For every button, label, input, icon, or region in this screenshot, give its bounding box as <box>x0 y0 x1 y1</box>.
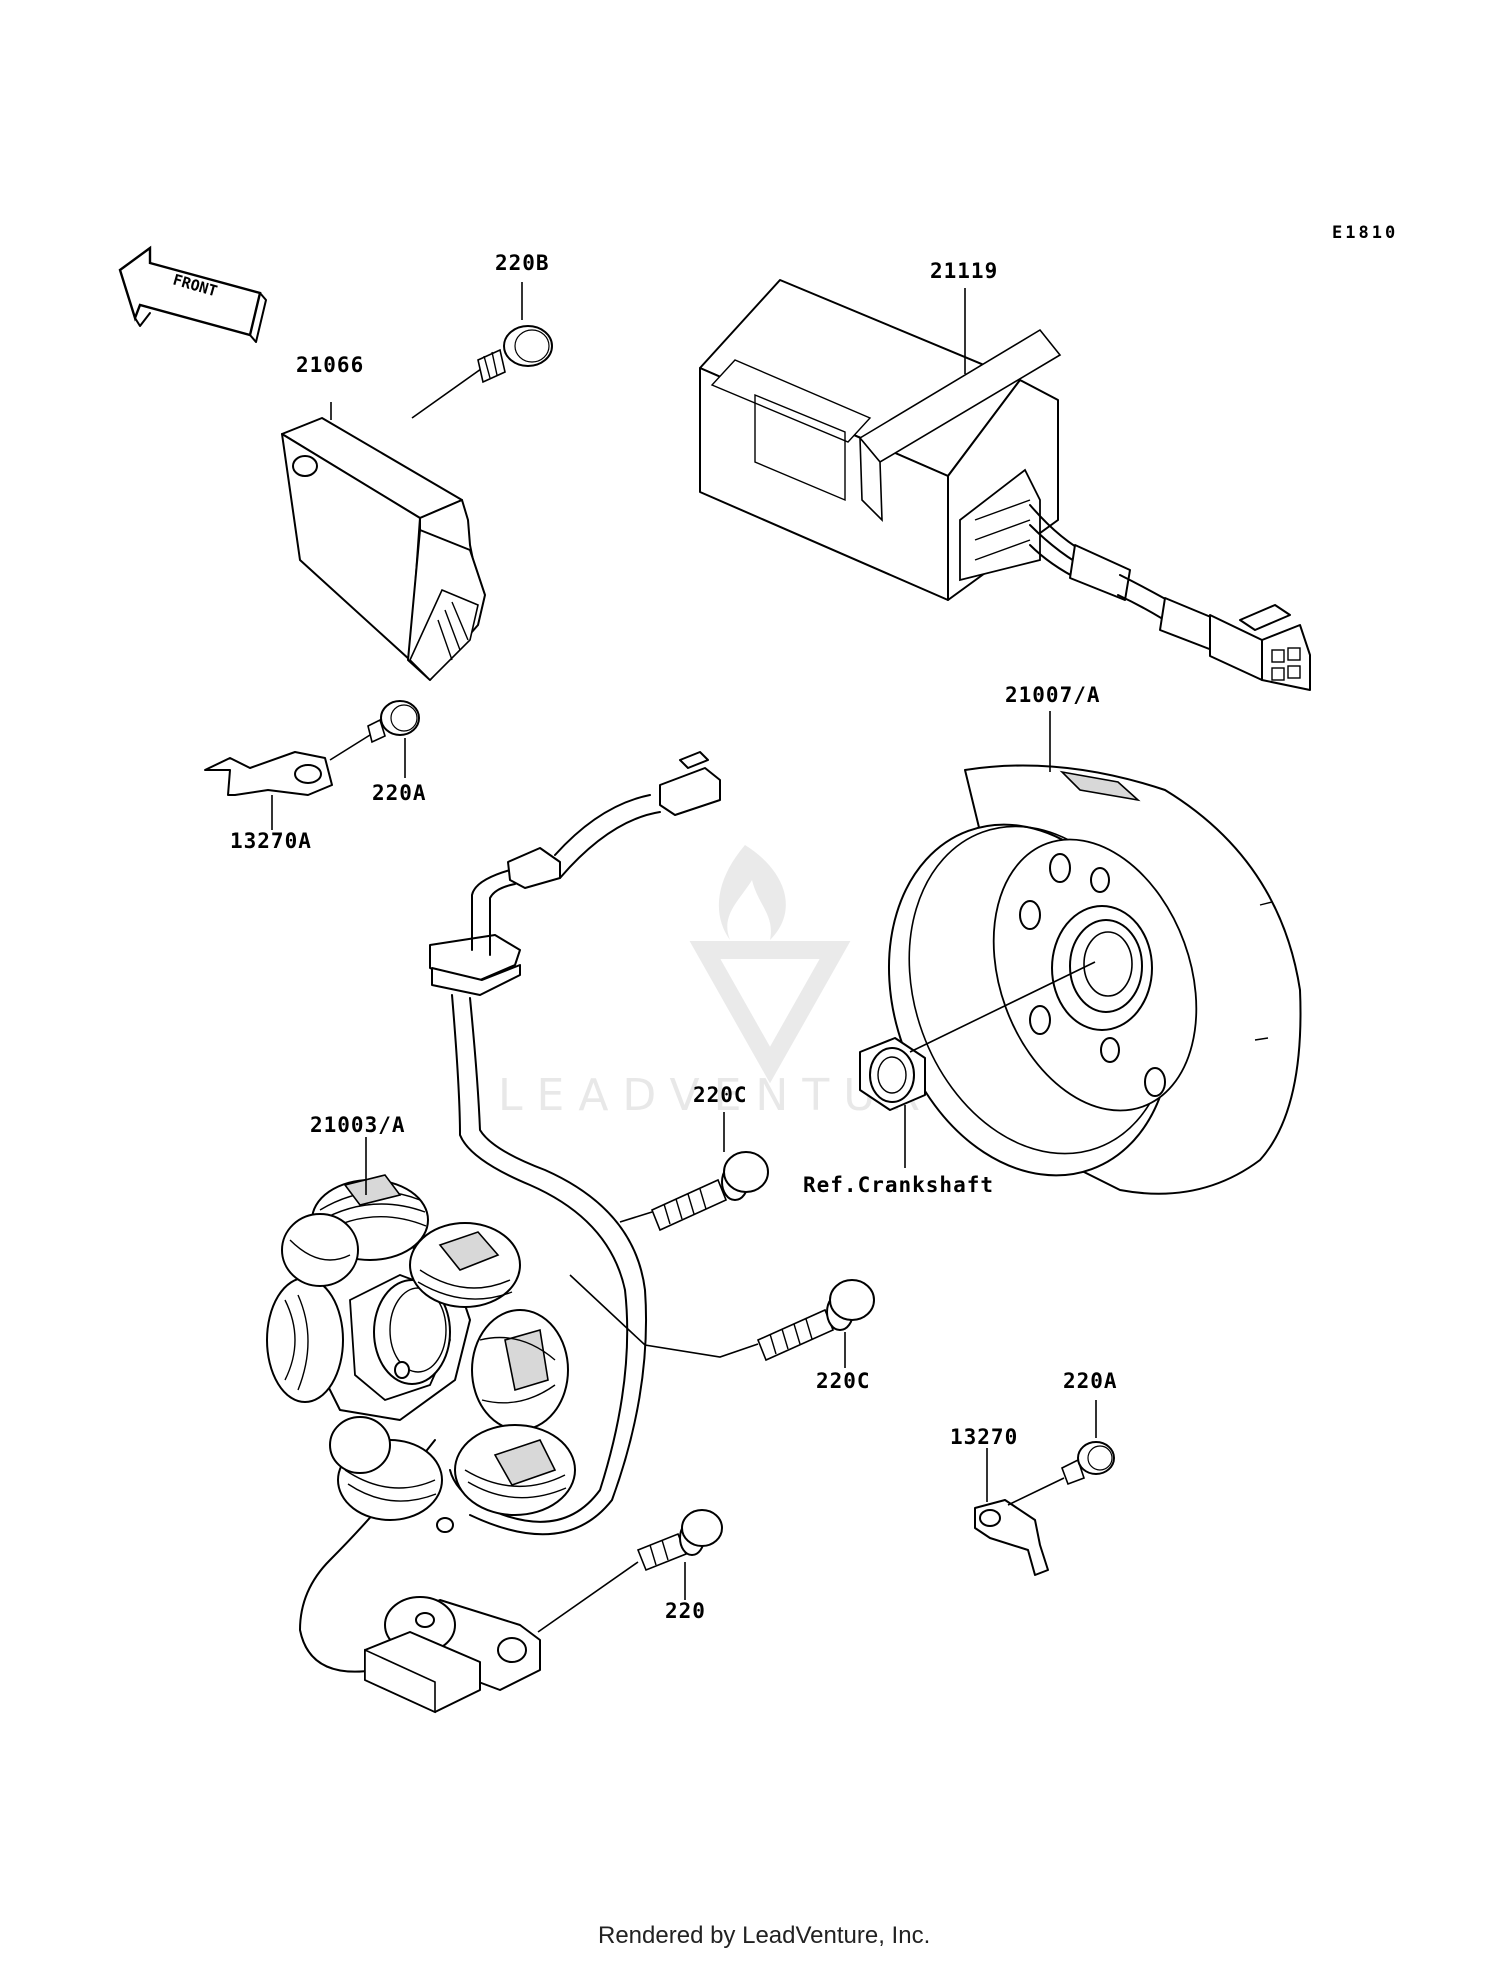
clamp-13270 <box>974 1499 1049 1576</box>
label-ref-crankshaft: Ref.Crankshaft <box>803 1173 994 1197</box>
bolt-220b <box>477 325 553 384</box>
clamp-13270a <box>204 751 333 796</box>
label-13270a: 13270A <box>230 829 312 853</box>
bolt-220a-right <box>1060 1441 1115 1486</box>
label-220c-upper: 220C <box>693 1083 748 1107</box>
label-21003a: 21003/A <box>310 1113 406 1137</box>
label-220c-lower: 220C <box>816 1369 871 1393</box>
label-21119: 21119 <box>930 259 998 283</box>
stator-wiring <box>299 751 721 1673</box>
front-arrow-icon: FRONT <box>118 245 267 343</box>
label-220a-left: 220A <box>372 781 427 805</box>
label-220: 220 <box>665 1599 706 1623</box>
stator-21003a <box>266 1174 576 1533</box>
diagram-code: E1810 <box>1332 223 1398 243</box>
label-21007a: 21007/A <box>1005 683 1101 707</box>
pickup-coil <box>364 1596 541 1714</box>
label-220a-right: 220A <box>1063 1369 1118 1393</box>
crankshaft-nut <box>859 1037 926 1111</box>
bolt-220c-lower <box>756 1279 875 1362</box>
label-21066: 21066 <box>296 353 364 377</box>
flywheel-21007a <box>887 764 1302 1195</box>
bolt-220a-left <box>367 700 420 744</box>
cdi-unit-21066 <box>281 417 486 682</box>
regulator-21119 <box>699 279 1311 691</box>
bolt-220 <box>636 1509 723 1572</box>
bolt-220c-upper <box>650 1151 769 1232</box>
label-220b: 220B <box>495 251 550 275</box>
footer-credit: Rendered by LeadVenture, Inc. <box>598 1922 930 1949</box>
label-13270: 13270 <box>950 1425 1018 1449</box>
